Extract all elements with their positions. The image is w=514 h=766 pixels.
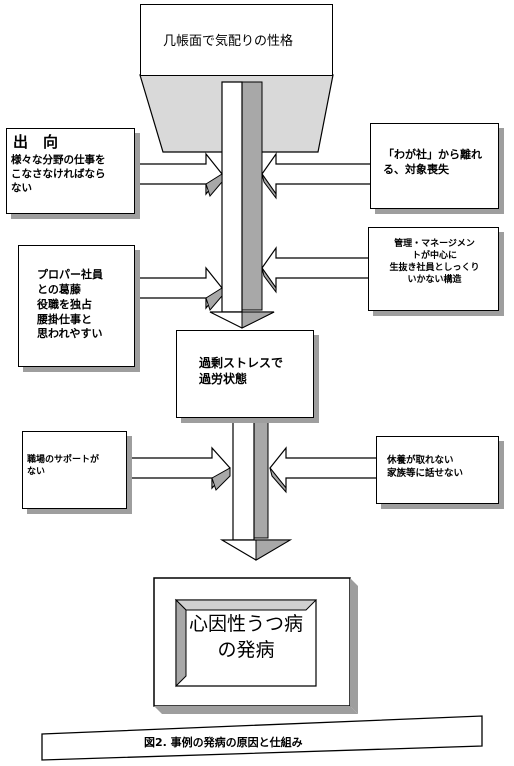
left-arrow-1 [133,152,223,197]
top-box: 几帳面で気配りの性格 [140,4,333,76]
result-text: 心因性うつ病 の発病 [188,613,303,661]
main-arrow-upper [209,81,275,329]
left-box-1-body: 様々な分野の仕事を こなさなければなら ない [11,154,106,195]
left-box-1: 出 向 様々な分野の仕事を こなさなければなら ない [6,128,135,214]
left-box-1-title: 出 向 [13,133,59,151]
left-arrow-3 [125,446,231,491]
right-arrow-2 [261,246,373,294]
right-box-3-body: 休養が取れない 家族等に話せない [387,455,464,479]
left-box-2: プロパー社員 との葛藤 役職を独占 腰掛仕事と 思われやすい [18,245,135,367]
figure-caption: 図2. 事例の発病の原因と仕組み [144,736,303,749]
caption-shape [41,715,483,761]
left-box-3: 職場のサポートが ない [22,431,127,509]
top-box-text: 几帳面で気配りの性格 [163,34,294,49]
result-frame [153,577,358,714]
right-arrow-1 [261,152,373,200]
right-box-1-body: 「わが社」から離れ る、対象喪失 [383,148,482,176]
middle-box-text: 過剰ストレスで 過労状態 [199,356,284,387]
right-box-3: 休養が取れない 家族等に話せない [376,436,499,504]
right-box-2: 管理・マネージメン トが中心に 生抜き社員としっくり いかない構造 [368,227,499,311]
left-arrow-2 [133,266,223,311]
right-arrow-3 [269,446,379,494]
left-box-3-body: 職場のサポートが ない [27,455,100,478]
right-box-2-body: 管理・マネージメン トが中心に 生抜き社員としっくり いかない構造 [389,239,480,286]
left-box-2-body: プロパー社員 との葛藤 役職を独占 腰掛仕事と 思われやすい [37,268,103,341]
middle-box: 過剰ストレスで 過労状態 [176,330,314,418]
main-arrow-lower [219,413,293,561]
right-box-1: 「わが社」から離れ る、対象喪失 [370,123,499,209]
